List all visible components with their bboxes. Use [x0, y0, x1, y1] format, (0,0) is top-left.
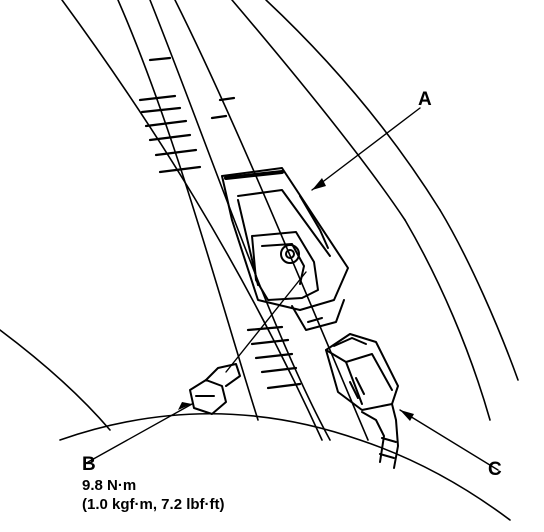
- connector-c: [325, 333, 399, 469]
- bolt-b: [189, 363, 241, 415]
- sensor-bracket: [221, 167, 349, 331]
- leader-arrowheads: [178, 178, 414, 421]
- callout-b-label: B: [82, 454, 96, 475]
- torque-nm-label: 9.8 N·m: [82, 477, 137, 494]
- panel-curve: [59, 412, 511, 521]
- impact-sensor: [251, 231, 319, 301]
- leader-lines: [87, 107, 499, 471]
- torque-alt-label: (1.0 kgf·m, 7.2 lbf·ft): [82, 496, 225, 513]
- pillar-shading: [138, 56, 302, 390]
- callout-a-label: A: [418, 89, 432, 110]
- door-frame-outline: [0, 0, 519, 441]
- callout-c-label: C: [488, 459, 502, 480]
